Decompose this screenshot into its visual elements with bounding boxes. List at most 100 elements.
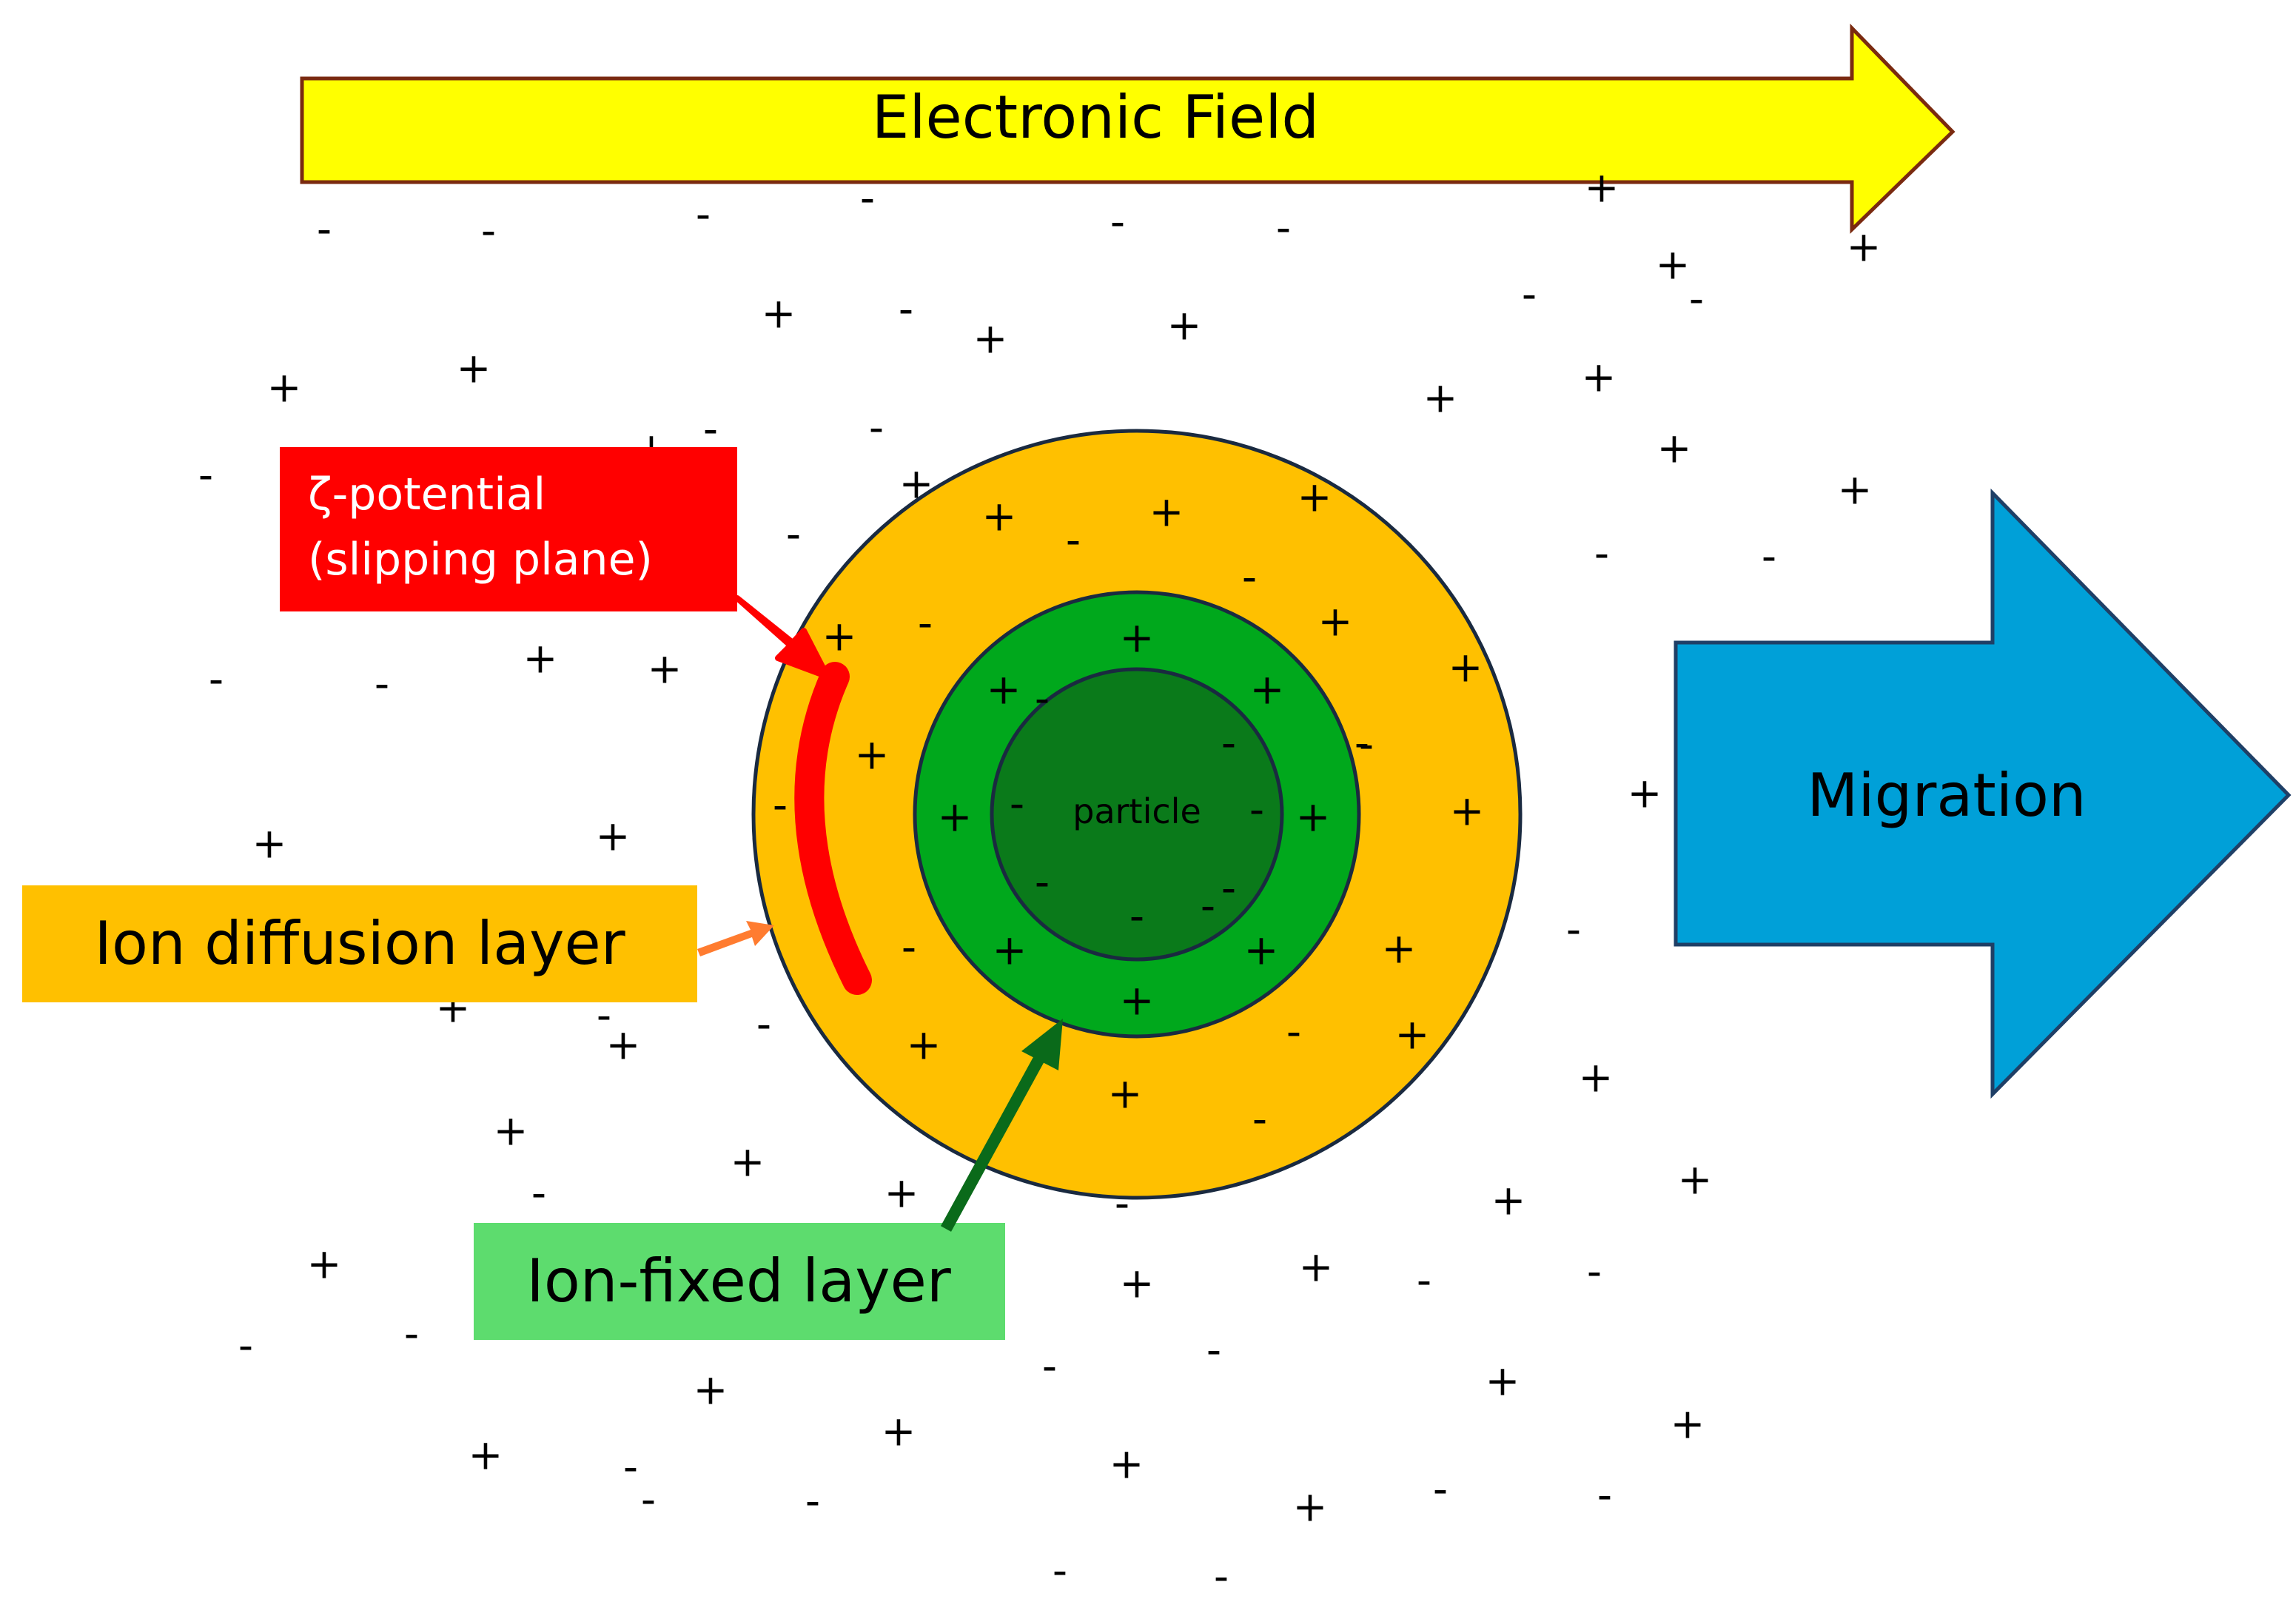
plus-charge: + xyxy=(1585,164,1619,212)
minus-charge: - xyxy=(531,1170,546,1218)
minus-charge: - xyxy=(198,452,213,500)
diffusion-pointer-arrow xyxy=(697,921,774,956)
minus-charge: - xyxy=(918,600,933,648)
particle-core xyxy=(990,667,1284,962)
plus-charge: + xyxy=(267,364,302,412)
plus-charge: + xyxy=(648,646,682,694)
plus-charge: + xyxy=(1299,1244,1334,1292)
plus-charge: + xyxy=(1108,1070,1143,1119)
plus-charge: + xyxy=(1318,598,1353,646)
minus-charge: - xyxy=(756,1001,771,1049)
plus-charge: + xyxy=(1110,1441,1144,1489)
plus-charge: + xyxy=(1678,1156,1713,1204)
minus-charge: - xyxy=(1522,271,1537,319)
minus-charge: - xyxy=(1594,530,1609,578)
minus-charge: - xyxy=(623,1444,638,1492)
plus-charge: + xyxy=(731,1139,765,1187)
minus-charge: - xyxy=(404,1310,419,1358)
minus-charge: - xyxy=(1355,720,1369,768)
plus-charge: + xyxy=(1579,1054,1614,1102)
minus-charge: - xyxy=(805,1478,820,1526)
minus-charge: - xyxy=(1689,275,1704,324)
plus-charge: + xyxy=(596,813,631,861)
plus-charge: + xyxy=(973,315,1008,363)
plus-charge: + xyxy=(1656,241,1691,289)
plus-charge: + xyxy=(822,613,857,661)
minus-charge: - xyxy=(1010,780,1024,828)
plus-charge: + xyxy=(1382,925,1417,973)
ion-diffusion-layer-label: Ion diffusion layer xyxy=(94,909,625,978)
minus-charge: - xyxy=(375,660,389,708)
plus-charge: + xyxy=(1250,666,1285,714)
plus-charge: + xyxy=(1423,375,1458,423)
plus-charge: + xyxy=(1838,466,1873,514)
minus-charge: - xyxy=(1566,906,1581,954)
minus-charge: - xyxy=(773,782,788,830)
plus-charge: + xyxy=(1120,1260,1155,1308)
minus-charge: - xyxy=(481,207,496,255)
plus-charge: + xyxy=(1293,1484,1328,1532)
plus-charge: + xyxy=(694,1367,728,1415)
plus-charge: + xyxy=(987,666,1021,714)
plus-charge: + xyxy=(523,635,558,683)
minus-charge: - xyxy=(1276,204,1291,252)
minus-charge: - xyxy=(1417,1257,1431,1305)
particle-label: particle xyxy=(1073,791,1201,831)
plus-charge: + xyxy=(855,731,890,780)
plus-charge: + xyxy=(762,290,796,338)
plus-charge: + xyxy=(494,1107,528,1156)
plus-charge: + xyxy=(1149,489,1184,537)
plus-charge: + xyxy=(982,493,1017,541)
migration-arrow xyxy=(1674,488,2292,1099)
plus-charge: + xyxy=(1657,425,1692,473)
migration-label: Migration xyxy=(1807,761,2086,830)
plus-charge: + xyxy=(1847,224,1882,272)
minus-charge: - xyxy=(1762,533,1776,581)
plus-charge: + xyxy=(1395,1011,1430,1059)
electronic-field-label: Electronic Field xyxy=(872,83,1319,152)
plus-charge: + xyxy=(938,794,973,842)
plus-charge: + xyxy=(1298,474,1332,522)
minus-charge: - xyxy=(899,286,913,334)
plus-charge: + xyxy=(1628,770,1662,818)
zeta-pointer-arrow xyxy=(734,595,830,680)
minus-charge: - xyxy=(1042,1343,1057,1391)
plus-charge: + xyxy=(899,460,934,509)
minus-charge: - xyxy=(1286,1008,1301,1056)
slipping-plane-arc xyxy=(794,662,872,995)
minus-charge: - xyxy=(1115,1180,1129,1228)
minus-charge: - xyxy=(1206,1327,1221,1375)
zeta-potential-label-line2: (slipping plane) xyxy=(308,534,653,586)
minus-charge: - xyxy=(1129,893,1144,941)
minus-charge: - xyxy=(1066,517,1081,565)
minus-charge: - xyxy=(786,511,801,559)
plus-charge: + xyxy=(1120,977,1155,1025)
plus-charges: + + + + + + + + + + + + + + + + + + + + + + + + + + + + + + + + + + + + + + + +… xyxy=(252,164,1882,1532)
ion-fixed-layer-box xyxy=(474,1223,1005,1340)
plus-charge: + xyxy=(252,820,287,868)
minus-charge: - xyxy=(1035,859,1050,907)
minus-charge: - xyxy=(1249,786,1264,834)
minus-charge: - xyxy=(1214,1553,1229,1599)
plus-charge: + xyxy=(1486,1358,1520,1406)
plus-charge: + xyxy=(1244,927,1279,975)
plus-charge: + xyxy=(469,1432,503,1480)
minus-charge: - xyxy=(703,406,718,454)
minus-charge: - xyxy=(641,1476,656,1524)
plus-charge: + xyxy=(457,345,491,393)
minus-charge: - xyxy=(597,992,611,1040)
minus-charge: - xyxy=(1359,721,1374,769)
minus-charge: - xyxy=(317,206,332,254)
minus-charge: - xyxy=(1221,865,1236,913)
zeta-potential-box xyxy=(280,447,737,611)
zeta-potential-label-line1: ζ-potential xyxy=(308,469,546,520)
minus-charge: - xyxy=(238,1322,253,1370)
minus-charge: - xyxy=(869,404,884,452)
plus-charge: + xyxy=(1671,1401,1705,1449)
minus-charge: - xyxy=(1110,198,1125,247)
minus-charge: - xyxy=(902,924,916,972)
minus-charge: - xyxy=(1587,1248,1602,1296)
minus-charge: - xyxy=(209,656,224,704)
